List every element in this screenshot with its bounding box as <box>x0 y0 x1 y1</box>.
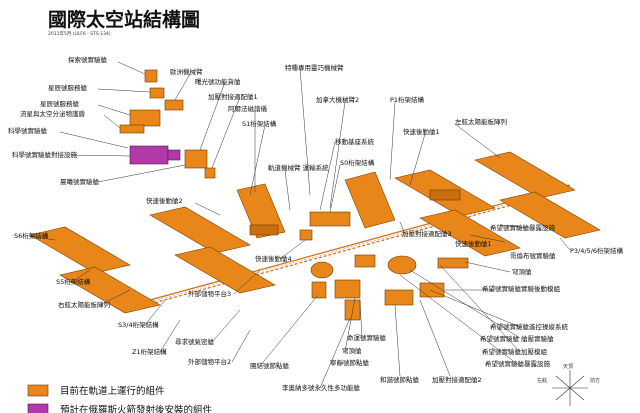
label-p3456: P3/4/5/6桁架結構 <box>570 246 624 255</box>
label-s34: S3/4桁架結構 <box>118 320 159 329</box>
nauka-module <box>129 145 169 165</box>
kibo-pm <box>387 255 417 275</box>
label-tanhsuo: 探索號實驗艙 <box>68 55 108 64</box>
zvezda-main <box>129 109 161 127</box>
poisk-module <box>144 69 158 83</box>
label-destiny: 命運號實驗艙 <box>347 333 387 342</box>
label-s0: S0桁架結構 <box>340 158 375 167</box>
label-unity: 團結號節點艙 <box>250 361 290 370</box>
diagram-subtitle: 2011年5月 (ULF6 - STS-134) <box>48 30 111 37</box>
label-canada: 加拿大機械臂2 <box>316 95 359 104</box>
label-cupola: 穹頂艙 <box>342 346 362 355</box>
label-cupola2: 穹頂艙 <box>512 267 532 276</box>
label-transfer: 移動基座系統 <box>335 137 375 146</box>
label-columbus: 哥倫布號實驗艙 <box>510 251 556 260</box>
label-kibo-rms: 希望號實驗艙遙控操縱系統 <box>490 322 569 331</box>
label-atv: 阿爾法磁譜儀 <box>228 104 268 113</box>
label-kexue-dock: 科學號實驗艙對接設施 <box>12 150 78 159</box>
label-left-solar: 左舷太陽能板陣列 <box>455 117 507 126</box>
zvezda-module <box>149 87 165 99</box>
leader-lines <box>29 61 571 389</box>
pma-module <box>311 281 327 299</box>
starboard-solar-arrays <box>29 183 286 314</box>
label-s1: S1桁架結構 <box>242 119 277 128</box>
central-modules <box>299 211 469 321</box>
label-pmm: 加壓對接適配艙1 <box>208 92 258 101</box>
pma3-module <box>299 229 313 241</box>
debris-shield <box>119 124 145 134</box>
destiny-module <box>334 279 361 299</box>
era-arm <box>164 99 184 111</box>
nauka-dock <box>167 149 181 161</box>
label-kibo-ef2: 希望號實驗艙加壓模組 <box>482 347 548 356</box>
label-right-solar: 右舷太陽能板陣列 <box>58 300 110 309</box>
label-rail: 軌道機械臂 運輸系統 <box>268 163 329 172</box>
compass-rose: 天頂 前方 左舷 <box>537 364 600 406</box>
label-quick4: 快速後勤艙4 <box>255 254 292 263</box>
legend: 目前在軌道上運行的組件 預計在俄羅斯火箭發射後安裝的組件 <box>27 384 213 413</box>
label-esp2: 外部儲物平台2 <box>188 357 231 366</box>
compass-forward: 前方 <box>590 377 600 384</box>
label-quick-r: 快速後勤艙1 <box>455 239 492 248</box>
label-esp3: 外部儲物平台3 <box>188 289 231 298</box>
label-xingchen: 星辰號服務艙 <box>48 83 88 92</box>
legend-swatch-current <box>27 384 49 397</box>
label-ouzhou: 歐洲機械臂 <box>170 67 203 76</box>
label-jem-ef: 希望號實驗艙暴露設施 <box>485 359 551 368</box>
port-solar-arrays <box>344 151 601 257</box>
labels: 探索號實驗艙 歐洲機械臂 曙光號功能貨艙 星辰號服務艙 加壓對接適配艙1 星辰號… <box>8 55 624 392</box>
s0-truss-module <box>309 211 351 227</box>
label-harmony: 和諧號節點艙 <box>380 375 420 384</box>
compass-zenith: 天頂 <box>563 364 573 370</box>
label-chenxi: 晨曦號實驗艙 <box>60 177 100 186</box>
radiators <box>249 189 461 236</box>
compass-port: 左舷 <box>537 377 547 384</box>
label-kexue: 科學號實驗艙 <box>8 126 48 135</box>
label-quest: 尋求號氣密艙 <box>175 337 215 346</box>
legend-swatch-planned <box>27 403 49 413</box>
pmm-module <box>204 167 216 179</box>
diagram-title: 國際太空站結構圖 <box>48 8 200 31</box>
label-kibo-pm: 希望號實驗艙 艙壓實驗艙 <box>480 334 554 343</box>
label-dexter: 特種專用靈巧機械臂 <box>285 63 344 72</box>
columbus-module <box>384 289 414 306</box>
legend-label-planned: 預計在俄羅斯火箭發射後安裝的組件 <box>60 404 213 413</box>
label-p1: P1桁架結構 <box>390 95 425 104</box>
label-kibo-elm: 希望號實驗艙實驗後勤模組 <box>482 284 561 293</box>
unity-node <box>310 261 334 279</box>
label-quick2: 快速後勤艙2 <box>146 196 183 205</box>
label-pma2: 加壓對接適配艙2 <box>432 375 482 384</box>
label-z1: Z1桁架結構 <box>132 347 167 356</box>
jem-ef <box>437 257 469 269</box>
label-leonardo: 李奧納多號永久性多功能艙 <box>282 383 361 392</box>
label-shuguang: 曙光號功能貨艙 <box>195 77 241 86</box>
label-quick1: 快速後勤艙1 <box>403 127 440 136</box>
label-tranquility: 寧靜號節點艙 <box>330 358 370 367</box>
russian-segment <box>119 69 216 179</box>
label-s6: S6桁架結構 <box>14 231 49 240</box>
zarya-module <box>184 149 208 169</box>
leonardo-module <box>344 299 361 321</box>
kibo-elm <box>419 282 445 298</box>
label-s5: S5桁架結構 <box>56 277 91 286</box>
label-kibo-ef: 希望號實驗艙暴露設施 <box>490 223 556 232</box>
legend-label-current: 目前在軌道上運行的組件 <box>60 385 165 397</box>
harmony-node <box>354 254 376 268</box>
label-liuxing: 流星與太空分泌物護盾 <box>20 109 86 118</box>
label-xingchen2: 星辰號服務艙 <box>40 99 80 108</box>
label-pma3: 加壓對接適配艙3 <box>402 229 452 238</box>
